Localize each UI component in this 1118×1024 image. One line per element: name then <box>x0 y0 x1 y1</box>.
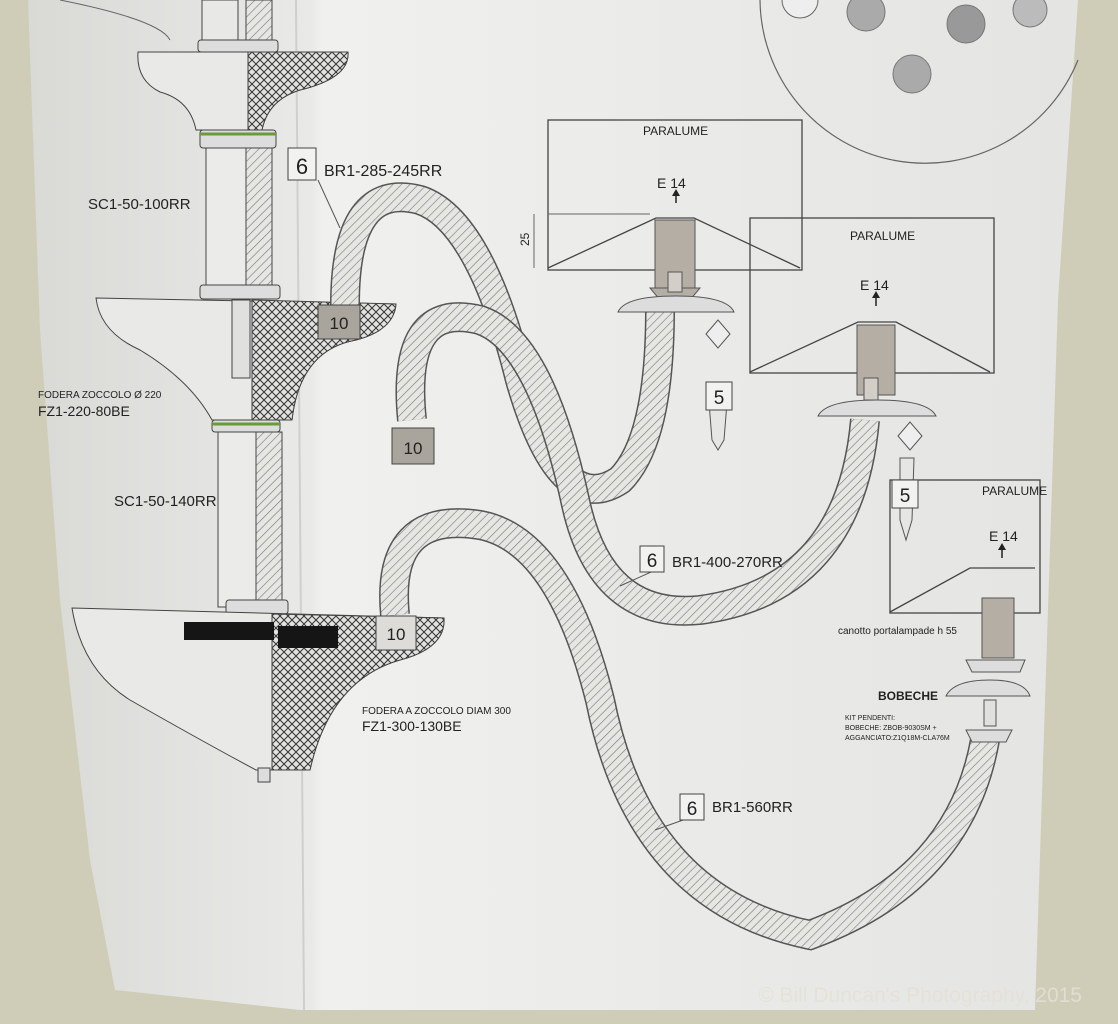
label-kit-3: AGGANCIATO:Z1Q18M-CLA76M <box>845 735 950 742</box>
badge-5-lamp1: 5 <box>705 381 733 411</box>
svg-text:10: 10 <box>387 625 406 644</box>
svg-text:10: 10 <box>330 314 349 333</box>
lampshade-1 <box>533 119 803 451</box>
badge-10-left: 10 <box>391 427 435 465</box>
top-right-disc <box>759 0 1079 164</box>
badge-5-lamp2: 5 <box>891 479 919 509</box>
label-bobeche: BOBECHE <box>878 689 938 703</box>
svg-text:5: 5 <box>714 388 725 409</box>
label-br1-560: BR1-560RR <box>712 799 793 816</box>
label-br1-285: BR1-285-245RR <box>324 163 442 180</box>
svg-text:6: 6 <box>296 154 308 179</box>
badge-6-arm3: 6 <box>679 793 705 821</box>
lampshade-2 <box>749 217 995 542</box>
label-sc1-50-140: SC1-50-140RR <box>114 493 217 510</box>
label-kit-2: BOBECHE: ZBOB-9030SM + <box>845 725 937 732</box>
label-sc1-50-100: SC1-50-100RR <box>88 196 191 213</box>
label-e14-2: E 14 <box>860 277 889 293</box>
badge-10-bottom: 10 <box>375 615 417 651</box>
label-fz1-300: FZ1-300-130BE <box>362 718 462 734</box>
label-paralume-1: PARALUME <box>643 124 708 138</box>
arc-top-left <box>59 0 171 41</box>
svg-text:6: 6 <box>647 551 658 572</box>
badge-6-arm1: 6 <box>287 147 317 181</box>
black-tape-left <box>184 622 274 640</box>
badge-6-arm2: 6 <box>639 545 665 573</box>
badge-10-middle: 10 <box>317 304 361 340</box>
label-fodera-220: FODERA ZOCCOLO Ø 220 <box>38 390 162 401</box>
label-fodera-300: FODERA A ZOCCOLO DIAM 300 <box>362 706 511 717</box>
label-e14-1: E 14 <box>657 175 686 191</box>
label-e14-3: E 14 <box>989 528 1018 544</box>
label-fz1-220: FZ1-220-80BE <box>38 403 130 419</box>
label-canotto: canotto portalampade h 55 <box>838 626 957 637</box>
central-stem <box>71 0 445 783</box>
watermark: © Bill Duncan's Photography, 2015 <box>758 984 1082 1007</box>
lampshade-3 <box>889 479 1041 743</box>
label-paralume-2: PARALUME <box>850 229 915 243</box>
svg-text:5: 5 <box>900 486 911 507</box>
label-paralume-3: PARALUME <box>982 484 1047 498</box>
label-dim-25: 25 <box>518 232 532 246</box>
arm-tubes <box>330 182 1000 951</box>
label-kit-1: KIT PENDENTI: <box>845 715 895 722</box>
label-br1-400: BR1-400-270RR <box>672 554 783 571</box>
svg-text:10: 10 <box>404 439 423 458</box>
svg-text:6: 6 <box>687 799 698 820</box>
black-tape-right <box>278 626 338 648</box>
